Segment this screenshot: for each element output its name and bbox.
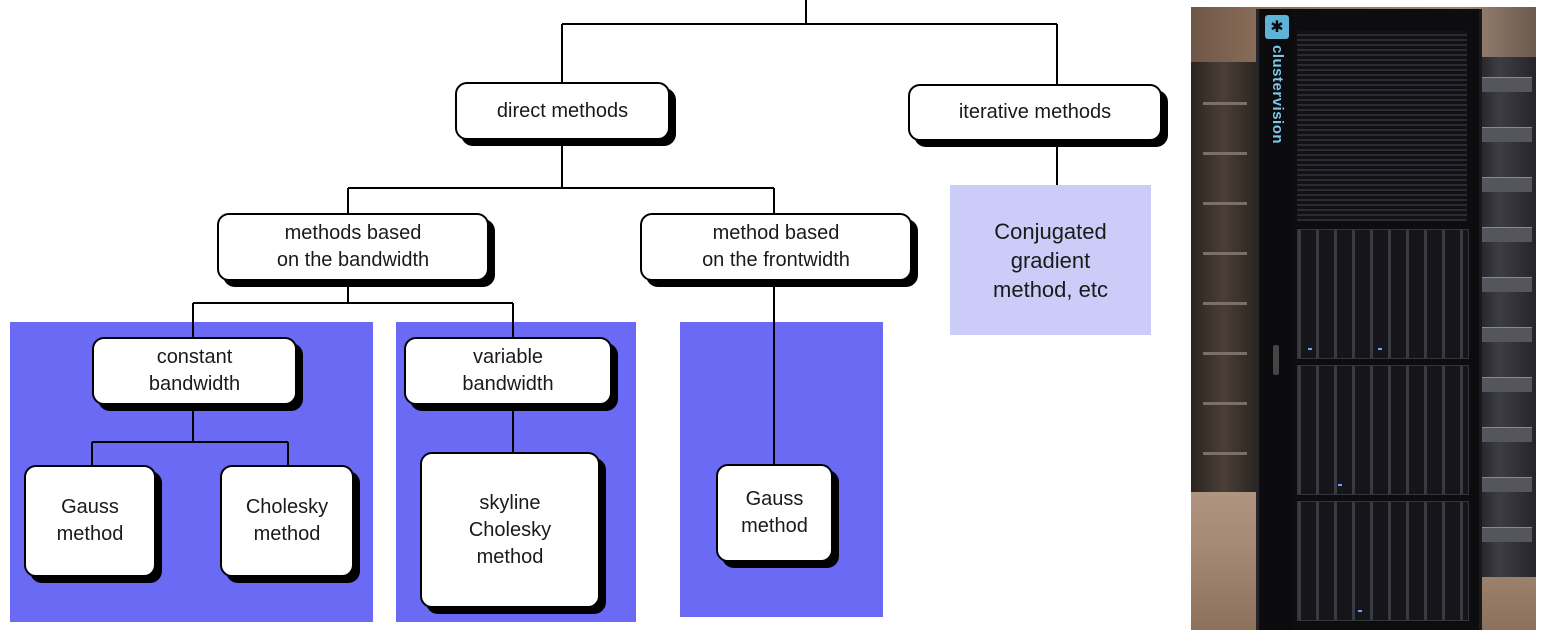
background-rack-right bbox=[1474, 57, 1536, 577]
rack-vent bbox=[1297, 31, 1467, 221]
node-gauss-method-frontwidth: Gauss method bbox=[716, 464, 833, 562]
server-rack: ✱ clustervision bbox=[1256, 9, 1482, 630]
rack-logo-text: clustervision bbox=[1269, 45, 1286, 145]
iterative-panel-text: Conjugated gradient method, etc bbox=[993, 218, 1108, 302]
background-rack-left bbox=[1191, 62, 1256, 492]
node-iterative-methods: iterative methods bbox=[908, 84, 1162, 141]
connector-lines bbox=[91, 0, 1058, 466]
blade-chassis-1 bbox=[1297, 229, 1469, 359]
node-bandwidth-methods: methods based on the bandwidth bbox=[217, 213, 489, 281]
blade-chassis-2 bbox=[1297, 365, 1469, 495]
node-cholesky-method: Cholesky method bbox=[220, 465, 354, 577]
cluster-logo-icon: ✱ bbox=[1265, 15, 1289, 39]
node-gauss-method-constant: Gauss method bbox=[24, 465, 156, 577]
rack-door-handle bbox=[1273, 345, 1279, 375]
node-direct-methods: direct methods bbox=[455, 82, 670, 140]
node-frontwidth-method: method based on the frontwidth bbox=[640, 213, 912, 281]
node-variable-bandwidth: variable bandwidth bbox=[404, 337, 612, 405]
panel-iterative bbox=[950, 185, 1151, 335]
node-constant-bandwidth: constant bandwidth bbox=[92, 337, 297, 405]
node-skyline-cholesky-method: skyline Cholesky method bbox=[420, 452, 600, 608]
cluster-rack-photo: ✱ clustervision bbox=[1191, 7, 1536, 630]
blade-chassis-3 bbox=[1297, 501, 1469, 621]
